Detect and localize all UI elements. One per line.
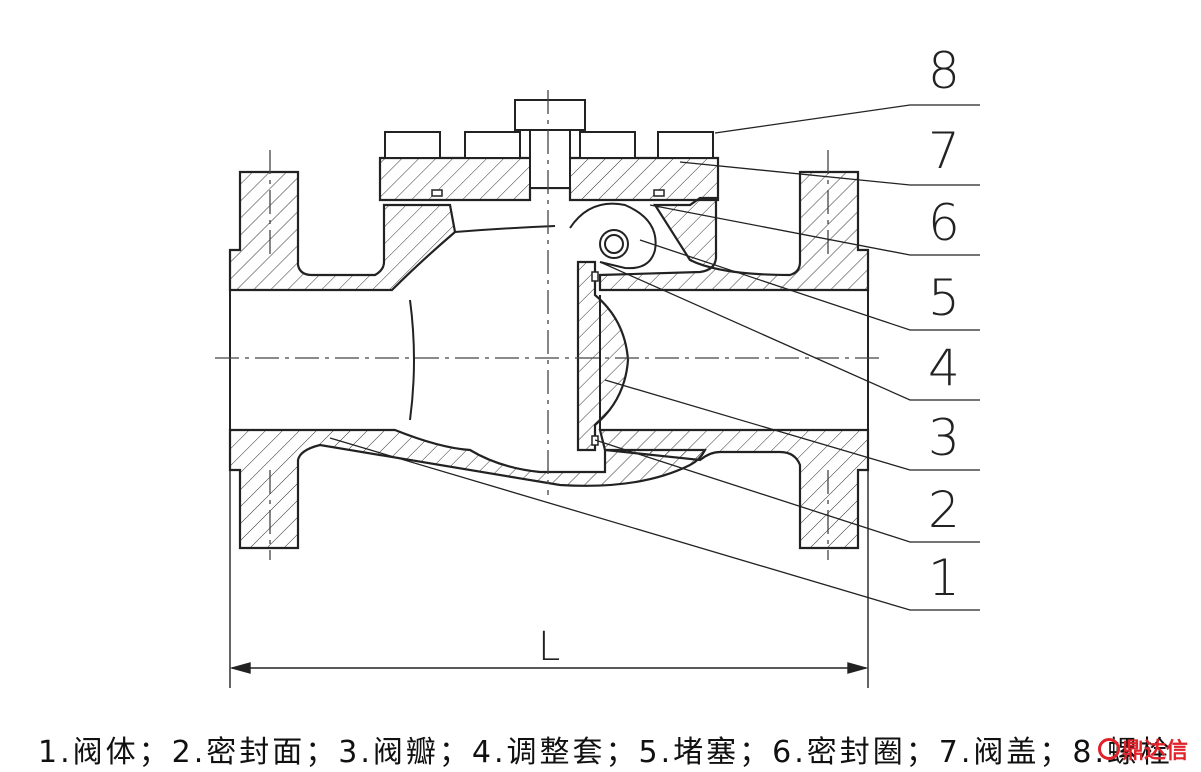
part-number: 8 (928, 42, 960, 100)
valve-body (228, 156, 870, 550)
part-number: 3 (928, 409, 960, 467)
bore (229, 225, 869, 430)
disc (576, 260, 630, 452)
right-flange (598, 170, 870, 292)
part-number: 1 (928, 549, 960, 607)
hinge-assembly (569, 202, 657, 270)
part-number: 6 (928, 194, 960, 252)
part-number-labels: 8 7 6 5 4 3 2 1 (928, 42, 960, 607)
watermark-logo-icon (1098, 738, 1120, 760)
part-number: 2 (928, 481, 960, 539)
part-number: 4 (928, 339, 960, 397)
watermark-text: 鼎达信 (1122, 739, 1189, 764)
dimension-l (229, 470, 869, 688)
bolt-head (579, 131, 636, 159)
bolt-head (464, 131, 521, 159)
center-plug-head (514, 99, 586, 131)
part-number: 7 (928, 122, 960, 180)
left-flange (228, 170, 457, 292)
watermark: 鼎达信 (1098, 733, 1198, 764)
leader-lines (329, 104, 980, 611)
figure-caption: 1.阀体；2.密封面；3.阀瓣；4.调整套；5.堵塞；6.密封圈；7.阀盖；8.… (38, 735, 1173, 767)
bolts (384, 99, 714, 189)
right-flange-lower (598, 428, 870, 550)
bolt-head (657, 131, 714, 159)
dimension-label: L (538, 624, 560, 670)
center-plug-stem (529, 129, 571, 189)
bolt-head (384, 131, 441, 159)
left-flange-lower (228, 428, 707, 550)
part-number: 5 (928, 269, 960, 327)
